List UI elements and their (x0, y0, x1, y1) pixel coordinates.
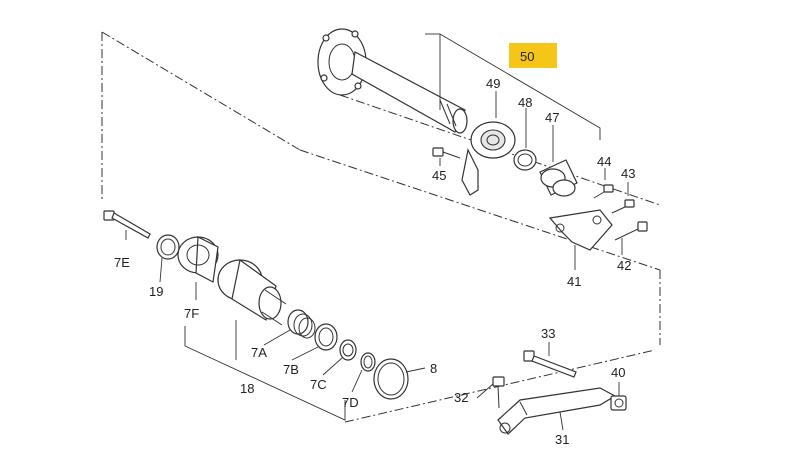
center-bearing (461, 121, 516, 196)
callout-7A[interactable]: 7A (251, 345, 267, 360)
callout-7B[interactable]: 7B (283, 362, 299, 377)
callout-45[interactable]: 45 (432, 168, 446, 183)
callout-44[interactable]: 44 (597, 154, 611, 169)
callout-labels: 50 49 48 47 44 43 45 42 41 7E 19 7F 7A 7… (114, 49, 635, 447)
ring-19 (156, 234, 180, 260)
callout-50[interactable]: 50 (520, 49, 534, 64)
ring-7d (360, 352, 376, 372)
callout-33[interactable]: 33 (541, 326, 555, 341)
callout-18[interactable]: 18 (240, 381, 254, 396)
group-bracket-18 (184, 326, 346, 421)
callout-43[interactable]: 43 (621, 166, 635, 181)
callout-19[interactable]: 19 (149, 284, 163, 299)
drive-shaft (317, 28, 468, 134)
callout-7C[interactable]: 7C (310, 377, 327, 392)
highlight-box-50 (509, 43, 557, 68)
bolt-7e (103, 210, 151, 239)
circlip-8 (373, 358, 409, 400)
callout-42[interactable]: 42 (617, 258, 631, 273)
callout-40[interactable]: 40 (611, 365, 625, 380)
callout-41[interactable]: 41 (567, 274, 581, 289)
support-bracket (548, 209, 648, 251)
dust-cap (539, 159, 578, 197)
cv-joint (217, 258, 287, 326)
ring-7b (314, 323, 338, 351)
leader-lines (125, 33, 629, 431)
callout-32[interactable]: 32 (454, 390, 468, 405)
callout-7D[interactable]: 7D (342, 395, 359, 410)
callout-8[interactable]: 8 (430, 361, 437, 376)
spring-7a (287, 309, 316, 339)
callout-7F[interactable]: 7F (184, 306, 199, 321)
seal-ring (513, 149, 537, 171)
callout-49[interactable]: 49 (486, 76, 500, 91)
small-bolts (432, 147, 635, 214)
callout-31[interactable]: 31 (555, 432, 569, 447)
callout-47[interactable]: 47 (545, 110, 559, 125)
cv-joint-cover (177, 236, 219, 283)
callout-48[interactable]: 48 (518, 95, 532, 110)
ring-7c (339, 339, 357, 361)
control-arm (492, 350, 627, 435)
callout-7E[interactable]: 7E (114, 255, 130, 270)
